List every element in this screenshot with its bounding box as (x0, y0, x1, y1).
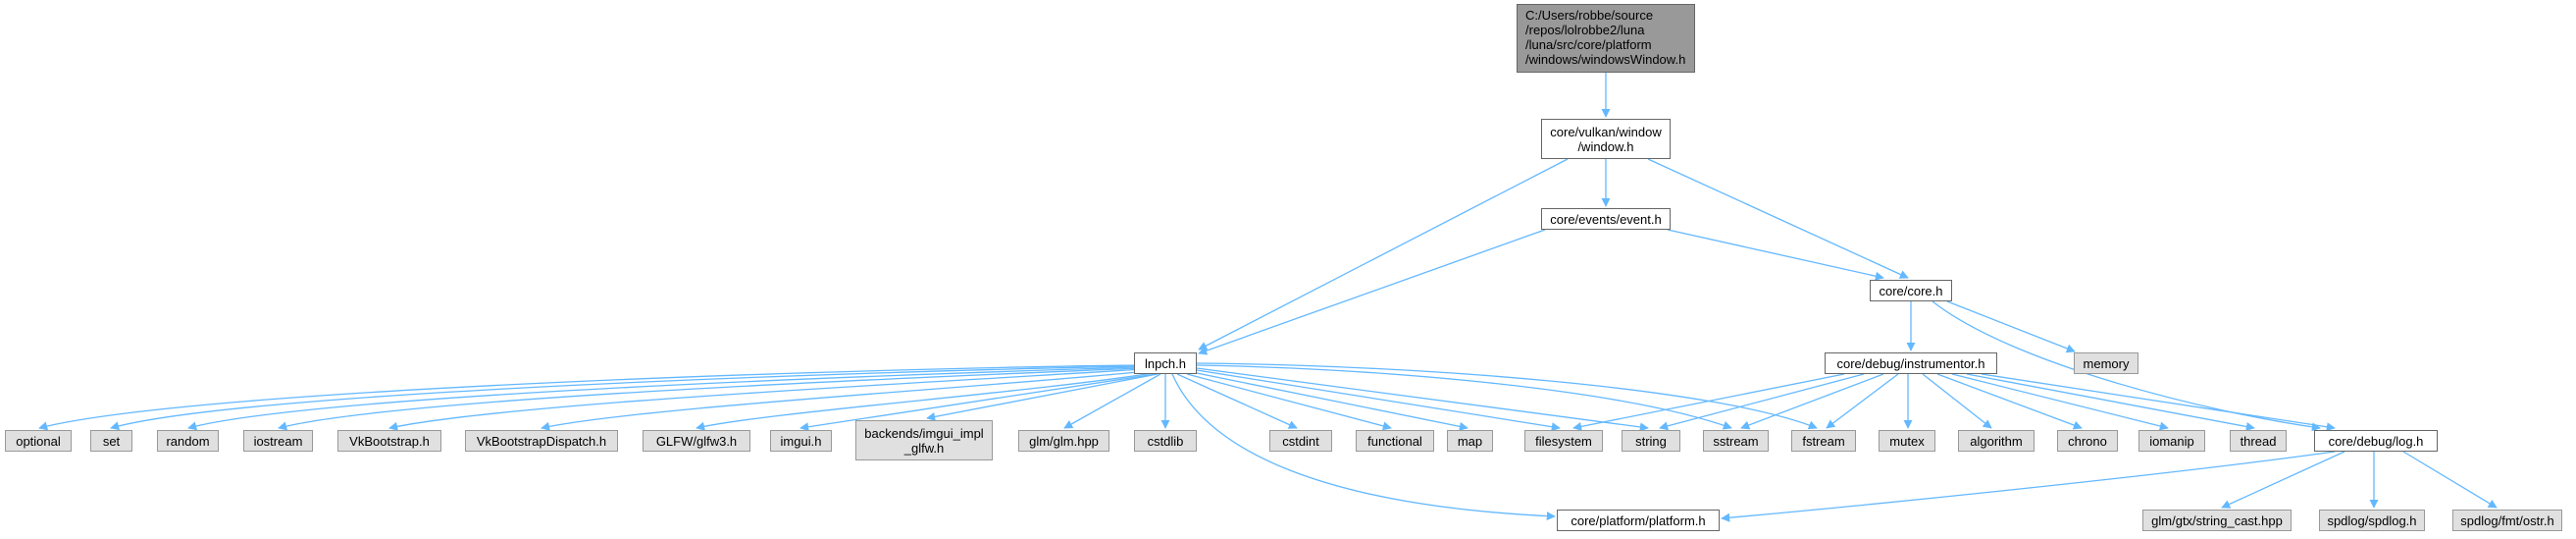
edge-lnpch-map (1191, 371, 1468, 431)
node-vkbootstrap-h[interactable]: VkBootstrap.h (337, 430, 441, 452)
node-log-h[interactable]: core/debug/log.h (2314, 430, 2438, 452)
node-set[interactable]: set (90, 430, 132, 452)
node-event-h[interactable]: core/events/event.h (1541, 208, 1671, 230)
edge-instr-sstream (1740, 373, 1884, 430)
edge-window-lnpch (1198, 158, 1569, 350)
edge-instr-filesystem (1572, 373, 1845, 431)
node-windows-window-h[interactable]: C:/Users/robbe/source /repos/lolrobbe2/l… (1517, 4, 1695, 73)
node-window-h[interactable]: core/vulkan/window /window.h (1541, 119, 1671, 159)
edge-lnpch-random (187, 366, 1139, 431)
node-filesystem[interactable]: filesystem (1524, 430, 1603, 452)
node-cstdint[interactable]: cstdint (1269, 430, 1332, 452)
edge-lnpch-platform (1171, 373, 1556, 521)
node-instrumentor-h[interactable]: core/debug/instrumentor.h (1825, 352, 1997, 374)
node-imgui-impl-glfw-h[interactable]: backends/imgui_impl _glfw.h (855, 420, 993, 460)
edge-lnpch-optional (38, 364, 1139, 431)
edge-lnpch-set (110, 365, 1139, 431)
edge-instr-iomanip (1951, 373, 2169, 431)
edge-lnpch-iostream (278, 367, 1141, 431)
node-string-cast-hpp[interactable]: glm/gtx/string_cast.hpp (2142, 510, 2292, 531)
edge-instr-algorithm (1922, 373, 1992, 429)
edge-log-platform (1721, 451, 2336, 522)
node-functional[interactable]: functional (1356, 430, 1434, 452)
edge-core-memory (1946, 300, 2076, 353)
node-algorithm[interactable]: algorithm (1958, 430, 2035, 452)
node-chrono[interactable]: chrono (2057, 430, 2118, 452)
edge-log-ostr (2402, 451, 2498, 509)
edge-window-core (1647, 158, 1909, 279)
node-memory[interactable]: memory (2074, 352, 2138, 374)
node-platform-h[interactable]: core/platform/platform.h (1557, 510, 1720, 531)
node-spdlog-h[interactable]: spdlog/spdlog.h (2319, 510, 2425, 531)
edge-instr-fstream (1826, 373, 1899, 429)
edge-instr-log (1981, 373, 2336, 432)
node-imgui-h[interactable]: imgui.h (770, 430, 832, 452)
node-thread[interactable]: thread (2230, 430, 2287, 452)
node-mutex[interactable]: mutex (1879, 430, 1935, 452)
node-string[interactable]: string (1622, 430, 1680, 452)
edge-lnpch-sstream (1196, 364, 1732, 430)
edge-lnpch-glfw (696, 372, 1154, 431)
edge-event-core (1667, 229, 1884, 281)
node-glm-hpp[interactable]: glm/glm.hpp (1018, 430, 1109, 452)
edge-instr-chrono (1936, 373, 2083, 430)
edge-lnpch-filesystem (1196, 369, 1561, 432)
edge-lnpch-functional (1186, 373, 1392, 431)
node-glfw3-h[interactable]: GLFW/glfw3.h (643, 430, 750, 452)
node-vkbootstrapdispatch-h[interactable]: VkBootstrapDispatch.h (465, 430, 618, 452)
node-core-h[interactable]: core/core.h (1870, 280, 1952, 301)
edge-lnpch-cstdint (1176, 373, 1298, 429)
edge-instr-thread (1966, 373, 2255, 431)
node-sstream[interactable]: sstream (1703, 430, 1769, 452)
edge-lnpch-glm (1063, 373, 1161, 429)
edge-lnpch-vkbootstrap (388, 368, 1144, 431)
edge-core-log (1932, 300, 2321, 432)
edge-lnpch-imgui-glfw (926, 373, 1159, 421)
node-cstdlib[interactable]: cstdlib (1134, 430, 1197, 452)
node-map[interactable]: map (1447, 430, 1493, 452)
node-iostream[interactable]: iostream (243, 430, 313, 452)
node-ostr-h[interactable]: spdlog/fmt/ostr.h (2452, 510, 2562, 531)
edge-lnpch-fstream (1196, 362, 1818, 430)
node-iomanip[interactable]: iomanip (2138, 430, 2205, 452)
edge-lnpch-string (1196, 367, 1649, 432)
edge-instr-string (1659, 373, 1865, 431)
node-lnpch-h[interactable]: lnpch.h (1134, 352, 1197, 374)
edge-lnpch-imgui (799, 373, 1157, 432)
edge-log-string-cast (2221, 451, 2345, 509)
node-optional[interactable]: optional (5, 430, 72, 452)
edge-event-lnpch (1198, 229, 1546, 355)
node-fstream[interactable]: fstream (1791, 430, 1856, 452)
edge-lnpch-vkbootstrapdispatch (541, 370, 1149, 431)
node-random[interactable]: random (157, 430, 219, 452)
